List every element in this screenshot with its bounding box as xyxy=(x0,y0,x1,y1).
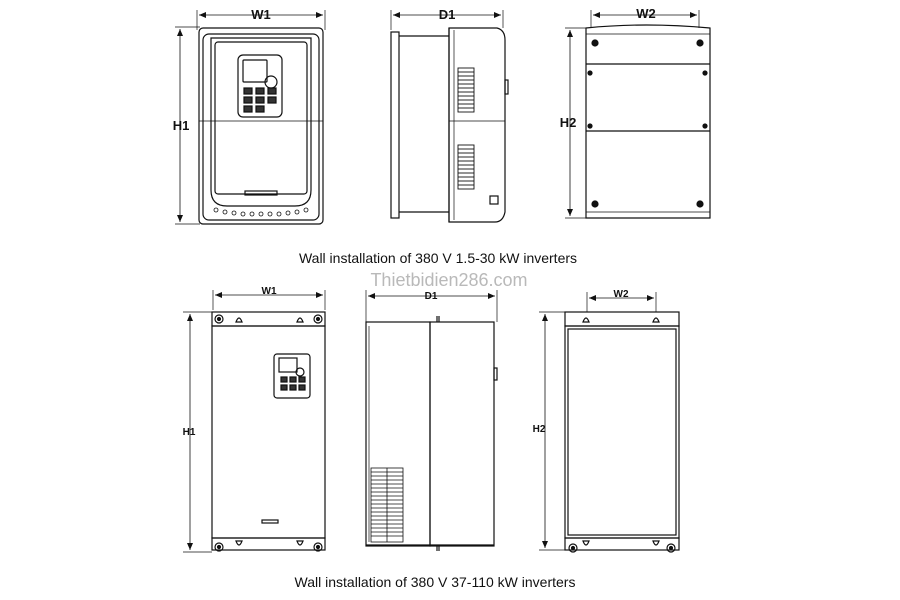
top-back-view xyxy=(565,10,711,219)
bottom-back-width-label: W2 xyxy=(614,289,629,300)
bottom-side-view xyxy=(365,290,498,551)
bottom-front-width-label: W1 xyxy=(262,286,277,297)
top-side-view xyxy=(390,10,509,223)
top-caption: Wall installation of 380 V 1.5-30 kW inv… xyxy=(299,250,577,266)
top-back-height-label: H2 xyxy=(560,115,577,130)
bottom-back-height-label: H2 xyxy=(533,424,546,435)
bottom-front-height-label: H1 xyxy=(183,427,196,438)
top-front-width-label: W1 xyxy=(251,7,271,22)
top-front-view xyxy=(175,10,326,225)
top-front-height-label: H1 xyxy=(173,118,190,133)
bottom-back-view xyxy=(539,292,680,553)
bottom-caption: Wall installation of 380 V 37-110 kW inv… xyxy=(295,574,576,590)
top-side-depth-label: D1 xyxy=(439,7,456,22)
watermark: Thietbidien286.com xyxy=(370,270,527,290)
top-back-width-label: W2 xyxy=(636,6,656,21)
bottom-front-view xyxy=(183,290,326,553)
bottom-side-depth-label: D1 xyxy=(425,291,438,302)
